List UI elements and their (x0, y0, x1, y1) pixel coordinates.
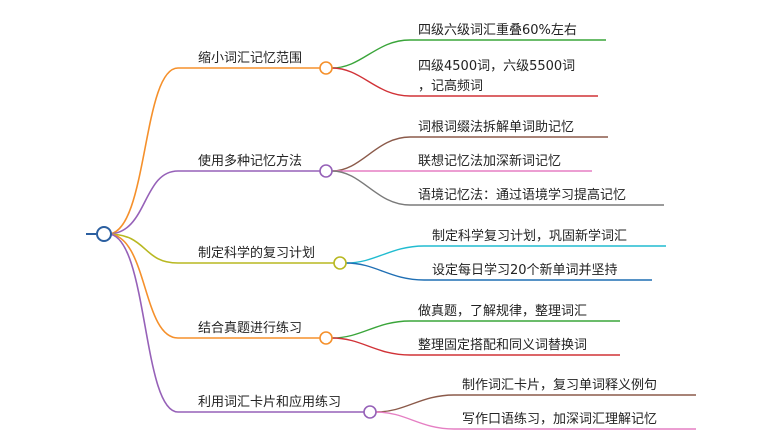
leaf-connector (331, 39, 411, 69)
leaf-label[interactable]: 语境记忆法：通过语境学习提高记忆 (418, 187, 626, 203)
leaf-label[interactable]: 做真题，了解规律，整理词汇 (418, 304, 587, 319)
leaf-label[interactable]: 四级4500词，六级5500词 (418, 59, 575, 74)
branch-label[interactable]: 利用词汇卡片和应用练习 (198, 394, 341, 410)
leaf-label[interactable]: ，记高频词 (418, 78, 483, 94)
leaf-label[interactable]: 词根词缀法拆解单词助记忆 (418, 119, 574, 135)
leaf-connector (331, 320, 411, 339)
leaf-label[interactable]: 联想记忆法加深新词记忆 (418, 153, 561, 169)
branch-label[interactable]: 制定科学的复习计划 (198, 245, 315, 261)
leaf-label[interactable]: 写作口语练习，加深词汇理解记忆 (462, 411, 657, 427)
leaf-connector (331, 67, 411, 97)
leaf-connector (375, 411, 455, 430)
branch-connector (107, 170, 179, 235)
branch-node[interactable] (319, 164, 333, 178)
leaf-label[interactable]: 制定科学复习计划，巩固新学词汇 (432, 228, 627, 244)
leaf-connector (345, 245, 425, 264)
root-node[interactable] (96, 226, 112, 242)
branch-node[interactable] (363, 405, 377, 419)
branch-connector (107, 233, 179, 413)
leaf-connector (345, 262, 425, 281)
leaf-connector (331, 337, 411, 356)
branch-connector (107, 67, 179, 235)
branch-label[interactable]: 结合真题进行练习 (198, 321, 302, 336)
branch-connector (107, 233, 179, 264)
branch-node[interactable] (319, 61, 333, 75)
branch-node[interactable] (319, 331, 333, 345)
branch-node[interactable] (333, 256, 347, 270)
branch-label[interactable]: 使用多种记忆方法 (198, 153, 302, 169)
leaf-connector (331, 136, 411, 172)
leaf-connector (375, 394, 455, 413)
leaf-label[interactable]: 制作词汇卡片，复习单词释义例句 (462, 378, 657, 393)
branch-label[interactable]: 缩小词汇记忆范围 (198, 50, 302, 66)
leaf-label[interactable]: 整理固定搭配和同义词替换词 (418, 337, 587, 353)
leaf-connector (331, 170, 411, 206)
branch-connector (107, 233, 179, 339)
leaf-label[interactable]: 四级六级词汇重叠60%左右 (418, 22, 577, 38)
leaf-label[interactable]: 设定每日学习20个新单词并坚持 (432, 262, 618, 278)
